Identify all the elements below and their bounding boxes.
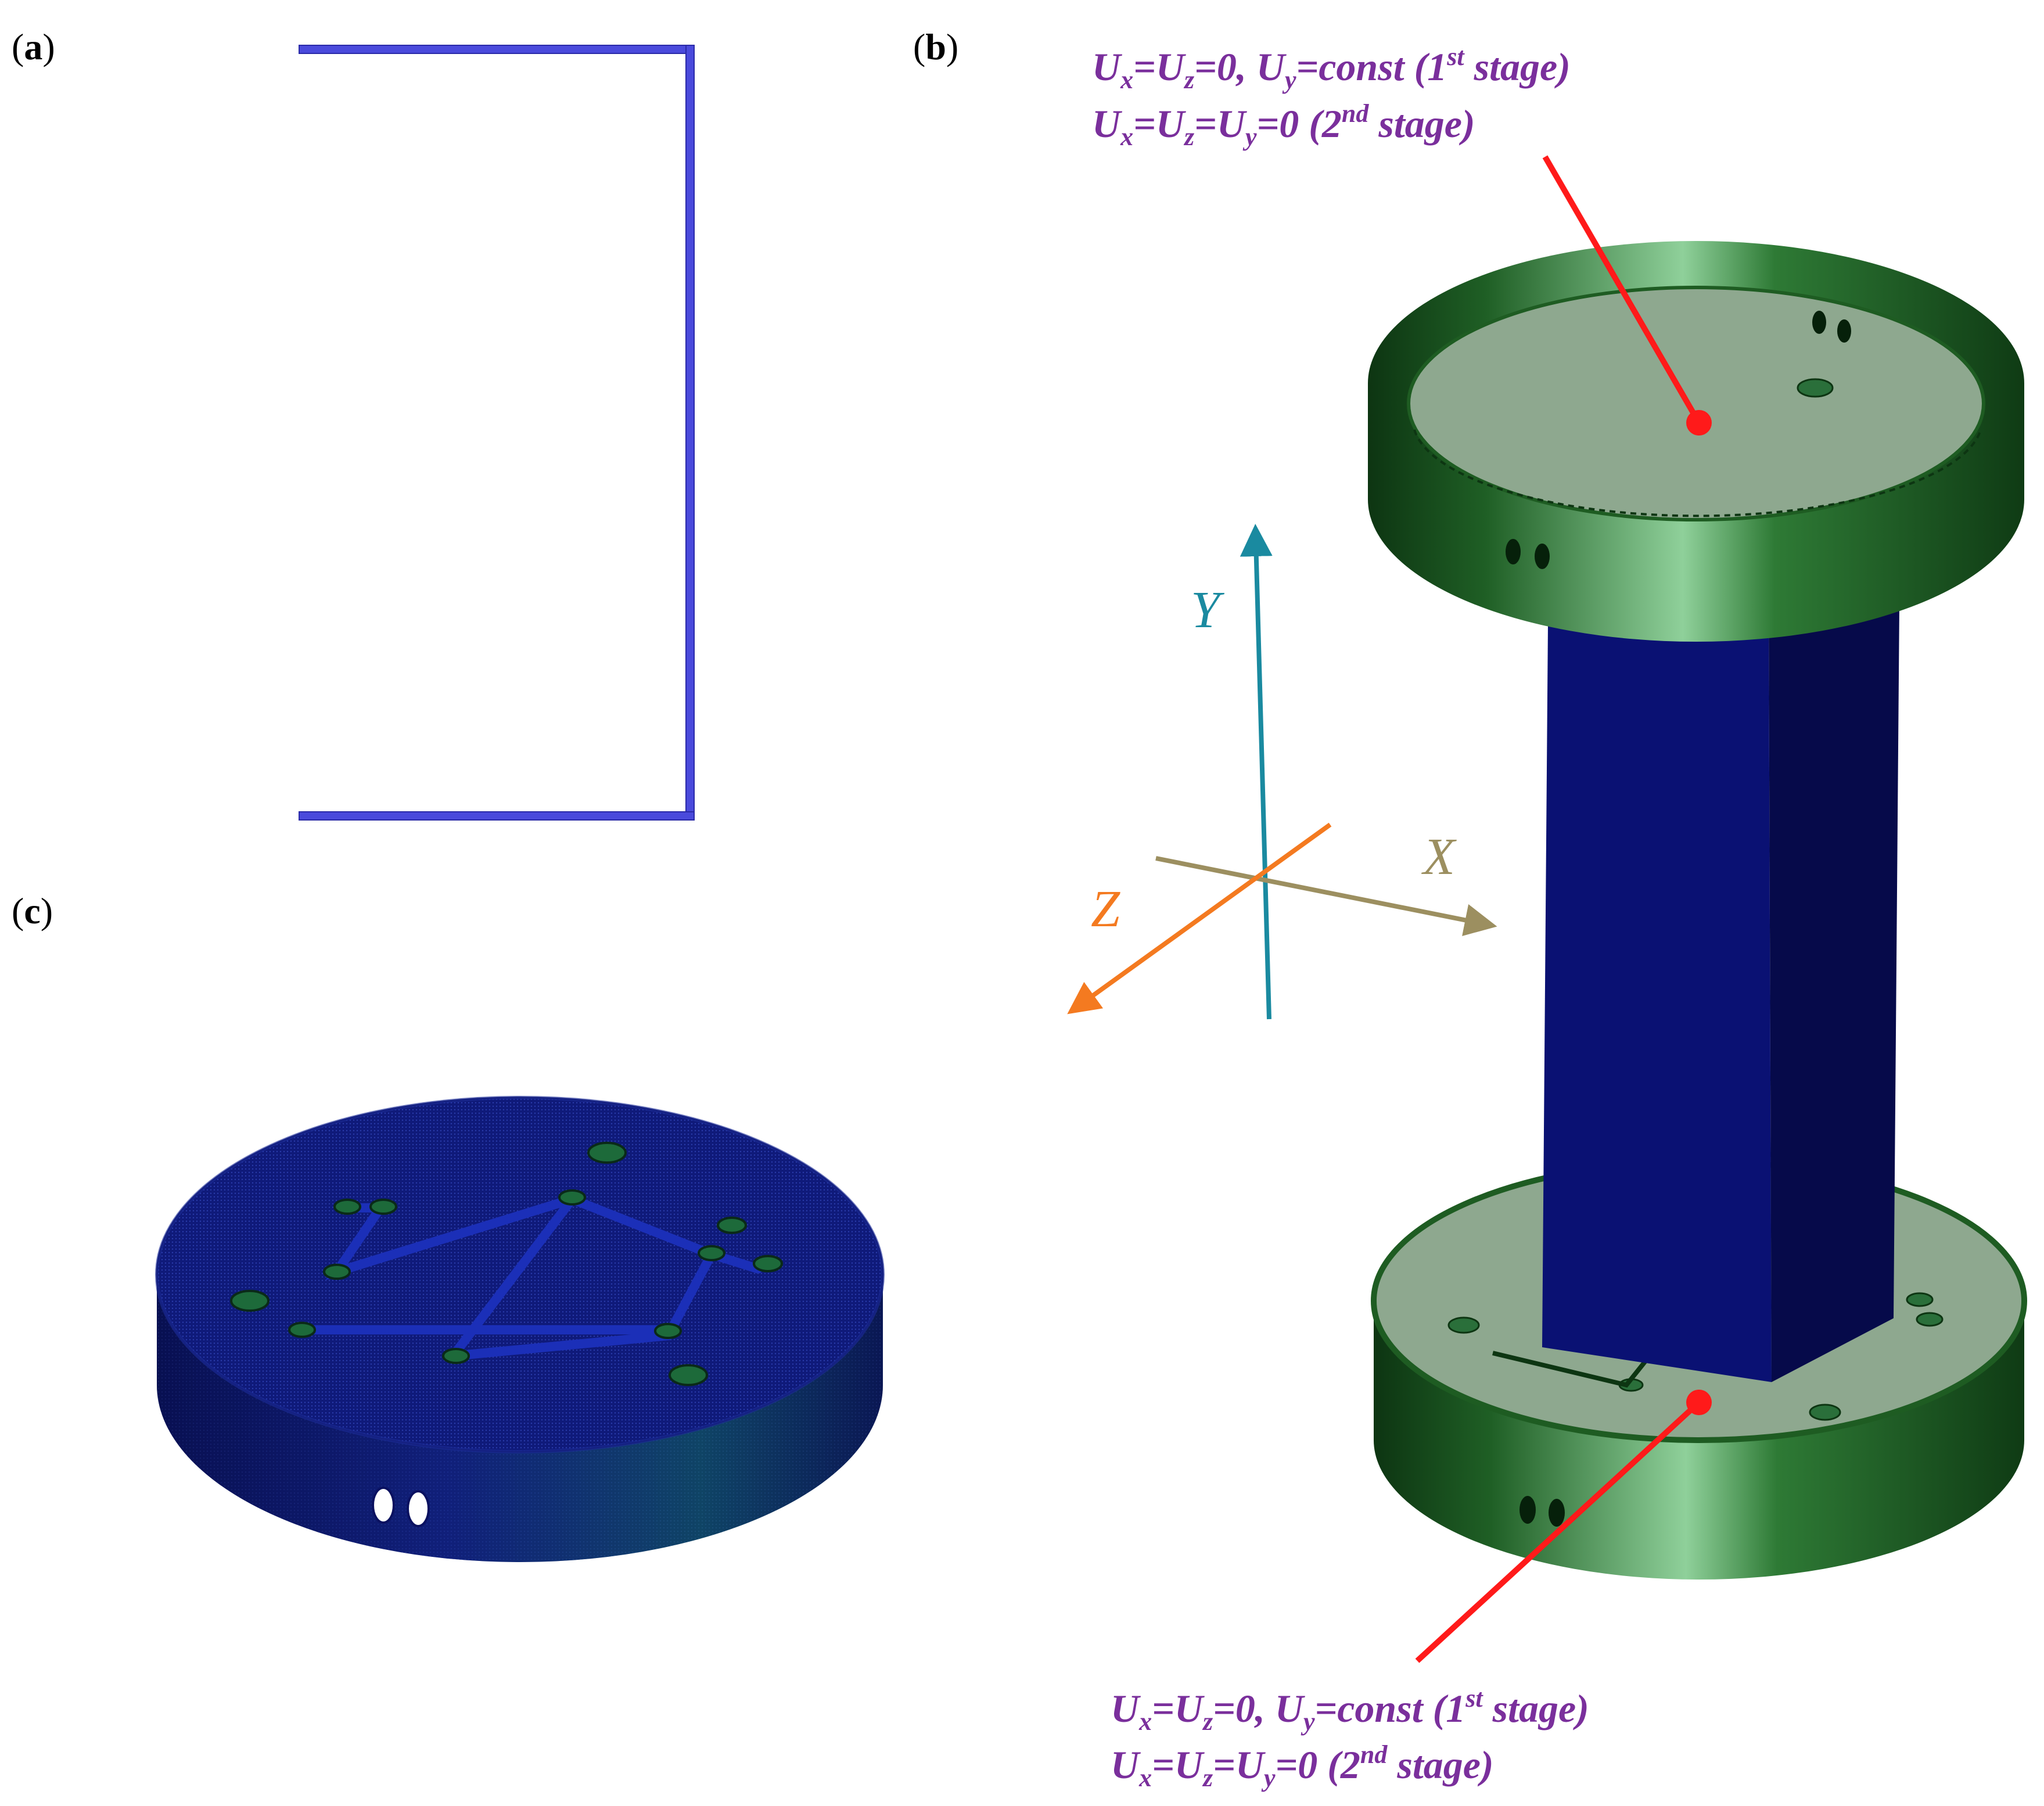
mesh-cross-section (299, 45, 695, 821)
bolt-holes (230, 1142, 783, 1386)
bc-bottom-line2: Ux=Uz=Uy=0 (2nd stage) (1111, 1740, 1494, 1792)
tensile-assembly (1368, 155, 2027, 1663)
bc-pointer-top (1542, 155, 1712, 436)
bc-bottom-line1: Ux=Uz=0, Uy=const (1st stage) (1111, 1684, 1589, 1736)
bc-top-line2: Ux=Uz=Uy=0 (2nd stage) (1092, 99, 1475, 151)
x-axis-label: X (1421, 828, 1457, 886)
side-ports (372, 1487, 430, 1527)
z-axis (1067, 822, 1332, 1014)
y-axis (1240, 524, 1273, 1020)
panel-label-b: (b) (913, 26, 958, 67)
top-fixture (1368, 241, 2024, 642)
bc-annotation-bottom: Ux=Uz=0, Uy=const (1st stage) Ux=Uz=Uy=0… (1111, 1684, 1589, 1792)
z-axis-label: Z (1091, 880, 1120, 938)
bc-annotation-top: Ux=Uz=0, Uy=const (1st stage) Ux=Uz=Uy=0… (1092, 42, 1571, 151)
bc-top-line1: Ux=Uz=0, Uy=const (1st stage) (1092, 42, 1571, 94)
panel-label-c: (c) (12, 890, 53, 931)
specimen-column (1542, 604, 1899, 1382)
meshed-fixture-disk (155, 1096, 885, 1562)
y-axis-label: Y (1191, 581, 1225, 639)
bc-pointer-bottom (1415, 1390, 1712, 1663)
x-axis (1155, 856, 1497, 936)
panel-label-a: (a) (12, 26, 55, 67)
coordinate-axes: Y X Z (1067, 524, 1497, 1020)
